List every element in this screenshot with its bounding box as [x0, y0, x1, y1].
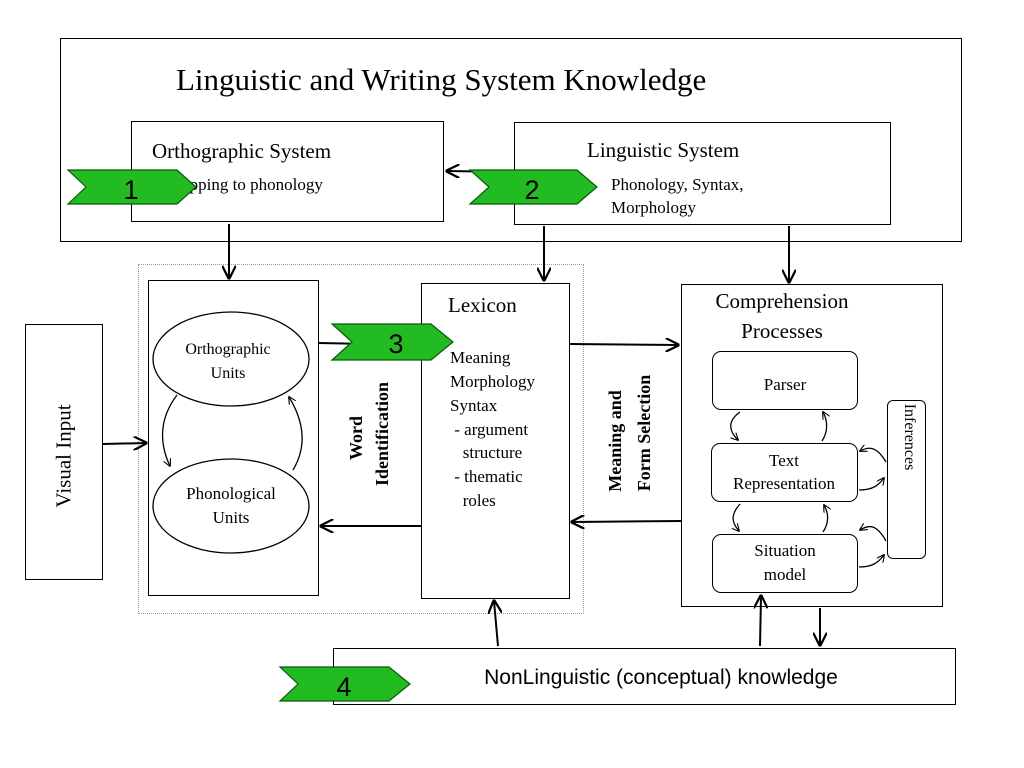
linguistic-system-line1: Phonology, Syntax, [611, 175, 744, 194]
phono-units-line2: Units [213, 508, 250, 527]
orthographic-units-ellipse [152, 311, 310, 407]
nonling-to-lexicon-arrow [494, 601, 498, 647]
text-representation-box [711, 443, 858, 502]
nonlinguistic-box [333, 648, 956, 705]
text-rep-line2: Representation [733, 474, 835, 493]
badge-1: 1 [66, 169, 197, 205]
textrep-to-parser-arrow [821, 412, 827, 442]
linguistic-system-title: Linguistic System [587, 138, 740, 162]
parser-box [712, 351, 858, 410]
badge-2: 2 [468, 169, 598, 205]
badge-3: 3 [330, 323, 454, 361]
lexicon-item: Syntax [450, 396, 498, 415]
visual-input-arrow [102, 443, 146, 444]
textrep-to-situation-arrow [733, 503, 741, 531]
phono-to-ortho-arrow [289, 397, 303, 471]
outer-title: Linguistic and Writing System Knowledge [176, 62, 707, 97]
meaning-form-line2: Form Selection [634, 375, 654, 491]
situation-line2: model [763, 565, 807, 584]
lexicon-item: - argument [450, 420, 529, 439]
lexicon-item: Meaning [450, 348, 511, 367]
text-rep-line1: Text [769, 451, 799, 470]
nonlinguistic-label: NonLinguistic (conceptual) knowledge [484, 666, 838, 689]
inferences-to-situation-arrow [860, 527, 887, 542]
situation-to-textrep-arrow [822, 505, 828, 533]
orthographic-system-title: Orthographic System [152, 139, 332, 163]
lexicon-item: roles [450, 491, 496, 510]
badge-1-number: 1 [123, 175, 138, 205]
situation-model-box [712, 534, 858, 593]
ortho-units-line1: Orthographic [185, 341, 270, 358]
lexicon-item: structure [450, 443, 523, 462]
phonological-units-ellipse [152, 458, 310, 554]
badge-3-number: 3 [388, 329, 403, 359]
nonling-to-comprehension-arrow [760, 596, 761, 647]
situation-to-inferences-arrow [858, 555, 884, 568]
comprehension-title-2: Processes [741, 319, 823, 343]
inferences-box [887, 400, 926, 559]
visual-input-box [25, 324, 103, 580]
lexicon-item: - thematic [450, 467, 523, 486]
word-identification-line1: Word [346, 416, 366, 460]
comprehension-title-1: Comprehension [715, 289, 849, 313]
badge-4: 4 [278, 666, 411, 702]
lexicon-item: Morphology [450, 372, 535, 391]
meaning-form-line1: Meaning and [605, 390, 625, 492]
lexicon-to-comprehension-arrow [569, 344, 678, 345]
parser-label: Parser [763, 375, 807, 394]
inferences-to-textrep-arrow [860, 448, 887, 463]
parser-to-textrep-arrow [730, 411, 741, 440]
ortho-units-line2: Units [211, 365, 246, 382]
orthographic-system-box [131, 121, 444, 222]
ortho-to-phono-arrow [161, 394, 178, 466]
linguistic-system-line2: Morphology [611, 198, 696, 217]
word-identification-line2: Identification [372, 382, 392, 486]
badge-4-number: 4 [336, 672, 351, 702]
textrep-to-inferences-arrow [858, 478, 884, 491]
comprehension-to-lexicon-arrow [572, 521, 682, 522]
badge-2-number: 2 [524, 175, 539, 205]
phono-units-line1: Phonological [186, 484, 276, 503]
orthographic-system-subtitle: Mapping to phonology [167, 175, 323, 194]
lexicon-title: Lexicon [448, 293, 517, 317]
situation-line1: Situation [754, 541, 816, 560]
